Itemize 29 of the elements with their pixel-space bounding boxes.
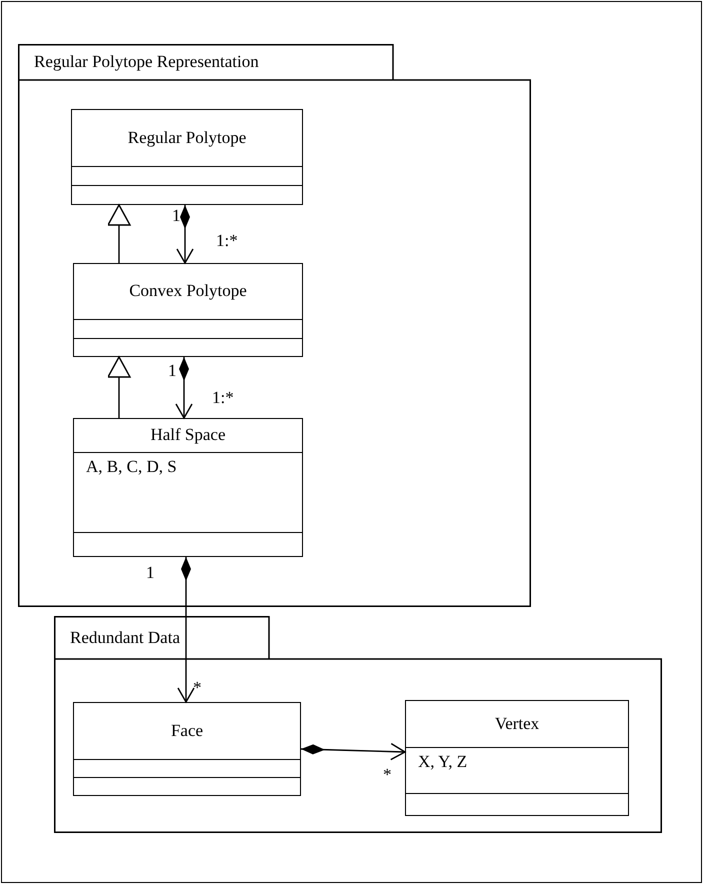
attribute-list: A, B, C, D, S — [86, 457, 177, 477]
class-name: Half Space — [149, 425, 227, 445]
package-frame — [54, 616, 662, 833]
class-box — [73, 418, 303, 557]
generalization-arrow — [107, 204, 131, 263]
class-box — [71, 109, 303, 205]
multiplicity-label: 1:* — [212, 389, 234, 406]
multiplicity-label: * — [383, 766, 392, 783]
class-name: Vertex — [494, 714, 540, 734]
package-name: Regular Polytope Representation — [34, 52, 259, 72]
multiplicity-label: 1:* — [216, 232, 238, 249]
attribute-list: X, Y, Z — [418, 752, 468, 772]
composition-arrow — [175, 357, 193, 419]
composition-arrow — [300, 742, 406, 760]
multiplicity-label: * — [193, 679, 202, 696]
class-name: Regular Polytope — [126, 128, 248, 148]
class-box — [73, 263, 303, 357]
package-name: Redundant Data — [70, 628, 180, 648]
class-name: Convex Polytope — [128, 281, 248, 301]
class-name: Face — [170, 720, 204, 740]
class-box — [405, 700, 629, 816]
multiplicity-label: 1 — [146, 564, 154, 581]
composition-arrow — [177, 557, 195, 703]
package-frame — [18, 44, 531, 607]
class-box — [73, 702, 301, 796]
composition-arrow — [176, 205, 194, 264]
multiplicity-label: 1 — [168, 362, 176, 379]
multiplicity-label: 1 — [172, 207, 180, 224]
generalization-arrow — [107, 356, 131, 418]
